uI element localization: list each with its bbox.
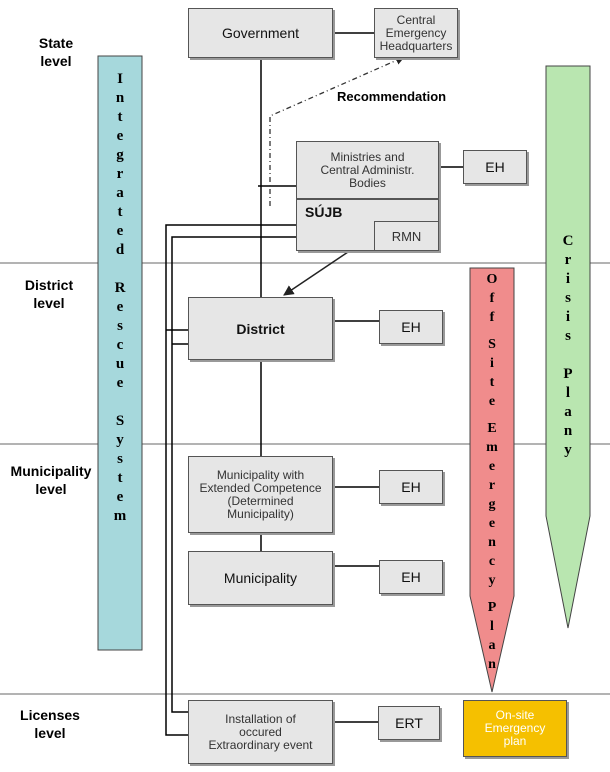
ministries-label: Ministries and Central Administr. Bodies — [320, 149, 415, 190]
vertical-letter: m — [486, 440, 498, 455]
onsite-plan-box: On-site Emergency plan — [463, 700, 567, 757]
vertical-letter: e — [116, 128, 124, 144]
vertical-letter: c — [488, 554, 496, 569]
municipality-box: Municipality — [188, 551, 333, 605]
vertical-letter: i — [490, 356, 494, 371]
ert-label: ERT — [395, 715, 423, 731]
installation-box: Installation of occured Extraordinary ev… — [188, 700, 333, 764]
vertical-letter: g — [488, 497, 496, 512]
vertical-letter: f — [489, 291, 495, 306]
district-label: District — [236, 320, 285, 337]
vertical-letter: y — [116, 432, 124, 448]
eh-ministries-label: EH — [485, 159, 505, 175]
rmn-box: RMN — [374, 221, 439, 251]
ministries-box: Ministries and Central Administr. Bodies — [296, 141, 439, 199]
vertical-letter: t — [489, 375, 495, 390]
municipality-extended-box: Municipality with Extended Competence (D… — [188, 456, 333, 533]
vertical-letter: n — [488, 657, 496, 672]
vertical-letter: t — [117, 470, 123, 486]
vertical-letter: O — [486, 272, 498, 287]
municipality-extended-label: Municipality with Extended Competence (D… — [199, 467, 322, 521]
eh-district-box: EH — [379, 310, 443, 344]
district-box: District — [188, 297, 333, 360]
central-emergency-box: Central Emergency Headquarters — [374, 8, 458, 58]
eh-district-label: EH — [401, 319, 421, 335]
vertical-letter: e — [488, 459, 496, 474]
vertical-letter: P — [563, 366, 573, 382]
vertical-letter: E — [487, 421, 497, 436]
eh-mun-ext-box: EH — [379, 470, 443, 504]
vertical-letter: r — [116, 166, 124, 182]
vertical-letter: a — [116, 185, 124, 201]
vertical-letter: a — [488, 638, 496, 653]
level-label-licenses: Licenses level — [20, 707, 80, 741]
vertical-letter: c — [116, 337, 124, 353]
irs-bar — [97, 55, 143, 651]
vertical-letter: r — [488, 478, 496, 493]
government-label: Government — [221, 25, 300, 41]
vertical-letter: e — [116, 299, 124, 315]
vertical-letter: R — [114, 280, 126, 296]
rmn-label: RMN — [391, 228, 422, 244]
vertical-letter: l — [490, 619, 494, 634]
vertical-letter: I — [117, 71, 123, 87]
level-label-municipality: Municipality level — [10, 463, 92, 497]
ert-box: ERT — [378, 706, 440, 740]
vertical-letter: i — [565, 309, 571, 325]
vertical-letter: e — [116, 223, 124, 239]
vertical-letter: s — [117, 451, 123, 467]
vertical-letter: t — [117, 204, 123, 220]
vertical-letter: n — [115, 90, 125, 106]
vertical-letter: e — [116, 489, 124, 505]
eh-mun-ext-label: EH — [401, 479, 421, 495]
vertical-letter: y — [564, 442, 572, 458]
vertical-letter: i — [565, 271, 571, 287]
vertical-letter: l — [565, 385, 571, 401]
municipality-label: Municipality — [223, 570, 298, 586]
vertical-letter: s — [565, 290, 571, 306]
vertical-letter: t — [117, 109, 123, 125]
vertical-letter: m — [113, 508, 127, 524]
vertical-letter: f — [489, 310, 495, 325]
vertical-letter: u — [115, 356, 125, 372]
installation-label: Installation of occured Extraordinary ev… — [208, 711, 313, 752]
vertical-letter: r — [564, 252, 572, 268]
vertical-letter: C — [562, 233, 574, 249]
sujb-label: SÚJB — [305, 204, 343, 220]
onsite-plan-label: On-site Emergency plan — [484, 708, 546, 748]
recommendation-label: Recommendation — [337, 89, 447, 104]
vertical-letter: n — [488, 535, 496, 550]
vertical-letter: g — [116, 147, 124, 163]
vertical-letter: n — [563, 423, 573, 439]
crisis-bar — [545, 65, 591, 629]
central-emergency-label: Central Emergency Headquarters — [379, 12, 453, 53]
vertical-letter: a — [564, 404, 572, 420]
level-label-state: State level — [38, 35, 74, 69]
eh-municipality-label: EH — [401, 569, 421, 585]
offsite-bar — [469, 267, 515, 693]
vertical-letter: s — [117, 318, 123, 334]
vertical-letter: d — [115, 242, 125, 258]
level-label-district: District level — [24, 277, 74, 311]
eh-ministries-box: EH — [463, 150, 527, 184]
vertical-letter: e — [488, 516, 496, 531]
vertical-letter: S — [488, 337, 496, 352]
vertical-letter: e — [488, 394, 496, 409]
vertical-letter: P — [487, 600, 497, 615]
vertical-letter: S — [115, 413, 125, 429]
eh-municipality-box: EH — [379, 560, 443, 594]
vertical-letter: e — [116, 375, 124, 391]
vertical-letter: y — [488, 573, 496, 588]
government-box: Government — [188, 8, 333, 58]
vertical-letter: s — [565, 328, 571, 344]
